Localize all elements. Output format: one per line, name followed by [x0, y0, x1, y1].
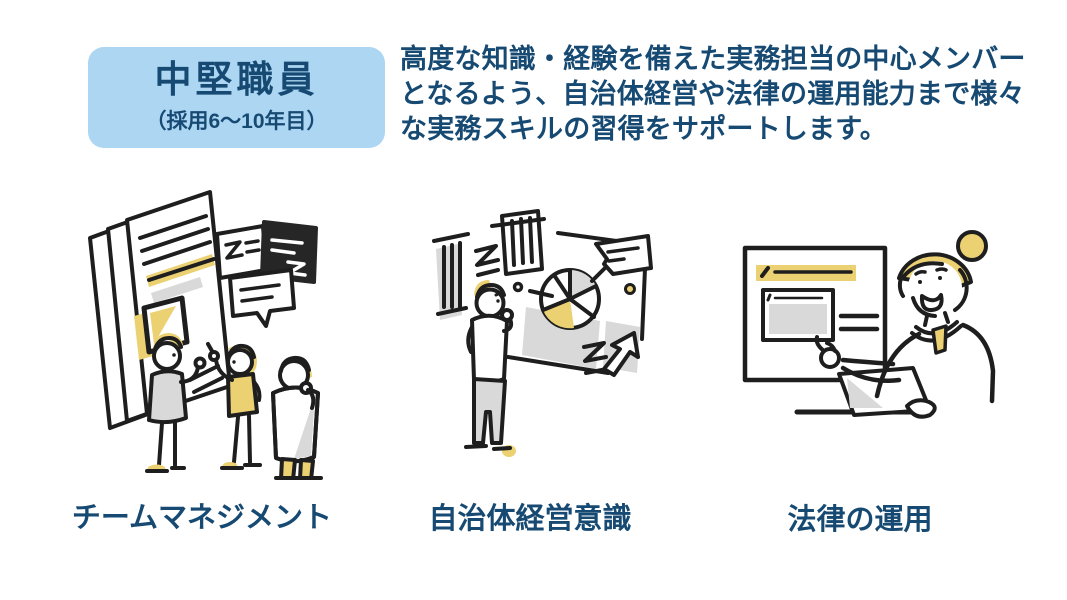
- description-line-2: となるよう、自治体経営や法律の運用能力まで様々: [400, 79, 1025, 109]
- law-presentation-illustration: [742, 230, 995, 419]
- skill-law-application: 法律の運用: [716, 212, 1004, 538]
- stage-description: 高度な知識・経験を備えた実務担当の中心メンバー となるよう、自治体経営や法律の運…: [400, 42, 1050, 147]
- skill-team-management: チームマネジメント: [68, 172, 336, 536]
- skill-label-management-awareness: 自治体経営意識: [428, 503, 632, 535]
- stage-badge-subtitle: （採用6～10年目）: [145, 109, 328, 133]
- stage-badge-title: 中堅職員: [154, 59, 319, 101]
- skill-label-team-management: チームマネジメント: [71, 502, 333, 534]
- management-charts-illustration: [431, 209, 653, 457]
- stage-badge: 中堅職員 （採用6～10年目）: [88, 47, 385, 148]
- description-line-1: 高度な知識・経験を備えた実務担当の中心メンバー: [400, 44, 1026, 74]
- skill-management-awareness: 自治体経営意識: [402, 189, 658, 537]
- team-discussion-illustration: [88, 190, 323, 480]
- skill-label-law-application: 法律の運用: [787, 504, 933, 536]
- description-line-3: な実務スキルの習得をサポートします。: [400, 114, 887, 144]
